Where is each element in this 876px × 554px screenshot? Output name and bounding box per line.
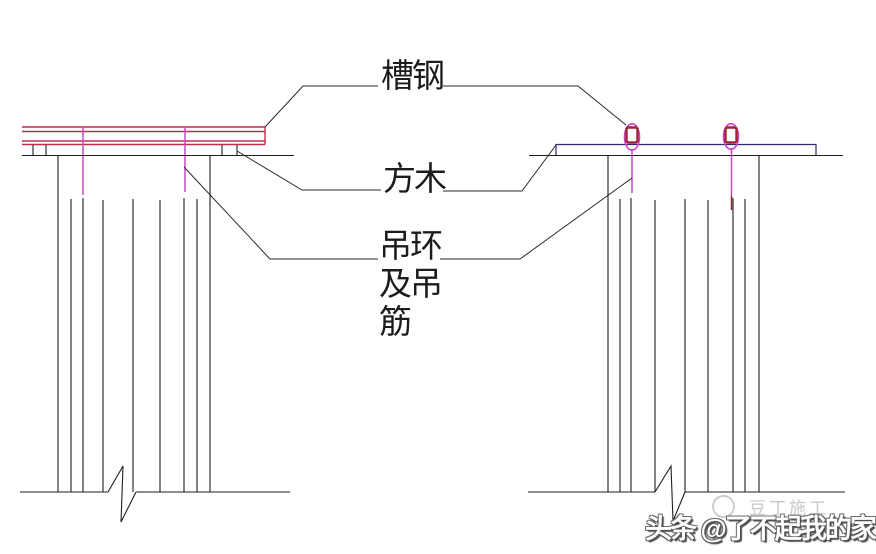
label-channel-steel: 槽钢 bbox=[381, 59, 445, 95]
leader-channel-steel bbox=[264, 85, 627, 128]
steel-beam-right bbox=[555, 143, 817, 156]
right-column bbox=[607, 155, 760, 492]
channel-steel-left bbox=[22, 126, 266, 146]
hanger-bars-right bbox=[631, 148, 733, 210]
ground-break-line-right bbox=[528, 464, 845, 522]
toutiao-watermark: 头条 @了不起我的家 bbox=[645, 514, 876, 544]
square-timber-blocks-left bbox=[32, 145, 238, 155]
label-square-timber: 方木 bbox=[383, 162, 447, 198]
label-lifting-ring-and-hanger: 吊环 及吊 筋 bbox=[379, 229, 443, 341]
leader-square-timber bbox=[236, 144, 557, 192]
lifting-ring-2 bbox=[722, 122, 740, 151]
ghost-logo-icon bbox=[712, 495, 735, 518]
hanger-bars-left bbox=[82, 127, 186, 195]
lifting-ring-1 bbox=[623, 123, 641, 152]
ground-break-line-left bbox=[20, 465, 290, 523]
ghost-watermark-text: 豆丁施工 bbox=[749, 499, 829, 518]
ghost-watermark: 豆丁施工 bbox=[712, 494, 829, 519]
leader-lifting-ring bbox=[183, 166, 633, 260]
left-column bbox=[57, 155, 211, 492]
